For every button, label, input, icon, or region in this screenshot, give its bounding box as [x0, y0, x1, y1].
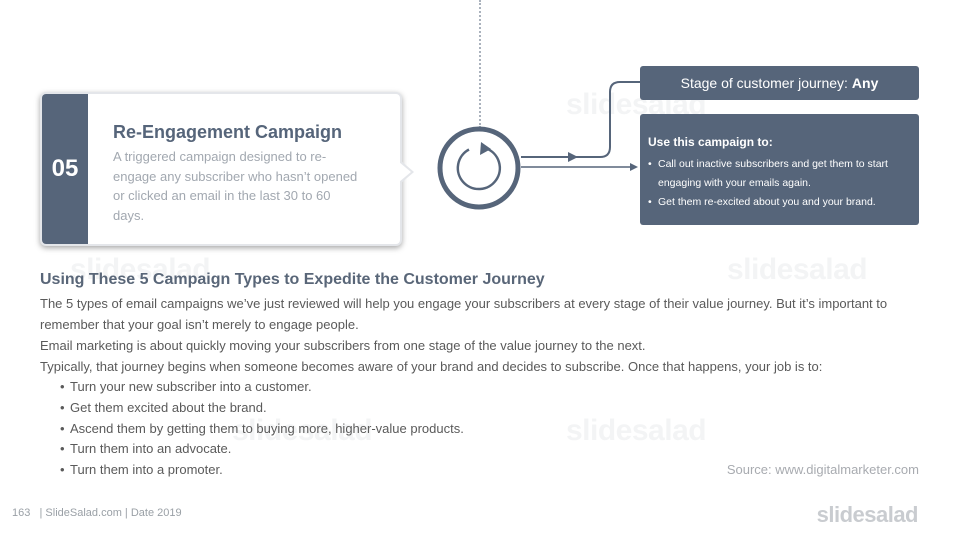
journey-bullet-list: Turn your new subscriber into a customer… [60, 377, 464, 481]
list-item: Call out inactive subscribers and get th… [648, 155, 911, 193]
connector-arrows [521, 81, 640, 171]
watermark: slidesalad [727, 253, 868, 286]
footer-text: 163 | SlideSalad.com | Date 2019 [12, 507, 182, 519]
list-item: Turn them into an advocate. [60, 439, 464, 460]
section-heading: Using These 5 Campaign Types to Expedite… [40, 271, 545, 288]
stage-of-journey-box: Stage of customer journey: Any [640, 66, 919, 100]
footer-logo: slidesalad [816, 502, 919, 527]
source-citation: Source: www.digitalmarketer.com [726, 462, 919, 477]
paragraph-line: Typically, that journey begins when some… [40, 359, 823, 374]
use-campaign-list: Call out inactive subscribers and get th… [648, 155, 911, 212]
dotted-connector-line [479, 0, 481, 128]
paragraph-line: The 5 types of email campaigns we’ve jus… [40, 296, 888, 311]
stage-label: Stage of customer journey: [680, 75, 848, 91]
refresh-cycle-icon [437, 126, 521, 210]
list-item: Turn them into a promoter. [60, 460, 464, 481]
card-pointer-fill [399, 162, 411, 182]
campaign-description: A triggered campaign designed to re-enga… [113, 149, 358, 223]
campaign-number: 05 [42, 94, 88, 244]
paragraph-line: remember that your goal isn’t merely to … [40, 317, 359, 332]
campaign-card: 05 Re-Engagement Campaign A triggered ca… [40, 92, 414, 246]
cycle-diagram [437, 81, 640, 210]
use-campaign-title: Use this campaign to: [648, 135, 773, 149]
list-item: Turn your new subscriber into a customer… [60, 377, 464, 398]
list-item: Ascend them by getting them to buying mo… [60, 419, 464, 440]
watermark: slidesalad [566, 414, 707, 447]
use-campaign-box: Use this campaign to: Call out inactive … [640, 114, 919, 225]
list-item: Get them excited about the brand. [60, 398, 464, 419]
paragraph-line: Email marketing is about quickly moving … [40, 338, 646, 353]
stage-value: Any [851, 75, 879, 91]
campaign-title: Re-Engagement Campaign [113, 122, 343, 142]
list-item: Get them re-excited about you and your b… [648, 193, 911, 212]
